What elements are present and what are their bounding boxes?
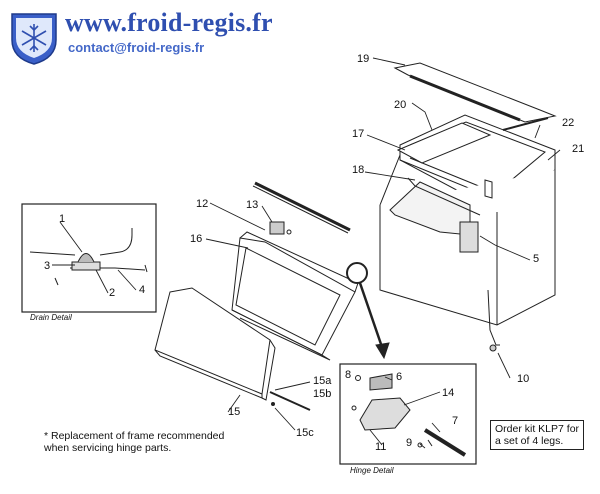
frame-note-line2: when servicing hinge parts.: [44, 442, 172, 454]
legs-note-line2: a set of 4 legs.: [495, 435, 564, 447]
callout-15a: 15a: [313, 375, 332, 387]
callout-15: 15: [228, 406, 240, 418]
drain-detail: [21, 203, 157, 313]
callout-15b: 15b: [313, 388, 331, 400]
gasket-19: [393, 62, 557, 123]
callout-10: 10: [517, 373, 529, 385]
part-17: [396, 122, 492, 164]
callout-13: 13: [246, 199, 258, 211]
callout-15c: 15c: [296, 427, 314, 439]
callout-14: 14: [442, 387, 454, 399]
top-rail: [254, 181, 351, 232]
callout-22: 22: [562, 117, 574, 129]
magnifier-circle: [346, 262, 368, 284]
contact-email[interactable]: contact@froid-regis.fr: [68, 40, 205, 55]
callout-11: 11: [375, 441, 386, 453]
hinge-13: [269, 221, 292, 235]
frame-replacement-note: * Replacement of frame recommended when …: [44, 430, 224, 454]
frame-note-line1: * Replacement of frame recommended: [44, 430, 225, 442]
rod-15a: [269, 391, 311, 411]
door-frame-16: [231, 231, 359, 361]
callout-7: 7: [452, 415, 458, 427]
callout-3: 3: [44, 260, 50, 272]
hinge-detail-caption: Hinge Detail: [350, 466, 394, 475]
drain-detail-caption: Drain Detail: [30, 313, 72, 322]
legs-kit-note: Order kit KLP7 for a set of 4 legs.: [490, 420, 585, 450]
callout-20: 20: [394, 99, 406, 111]
callout-12: 12: [196, 198, 208, 210]
callout-5: 5: [533, 253, 539, 265]
site-url[interactable]: www.froid-regis.fr: [65, 8, 273, 37]
callout-2: 2: [109, 287, 115, 299]
detail-arrow: [358, 282, 385, 351]
callout-4: 4: [139, 284, 145, 296]
callout-21: 21: [572, 143, 584, 155]
legs-note-line1: Order kit KLP7 for: [495, 423, 580, 435]
hinge-detail: [339, 363, 477, 465]
callout-1: 1: [59, 213, 65, 225]
callout-9: 9: [406, 437, 412, 449]
callout-17: 17: [352, 128, 364, 140]
callout-8: 8: [345, 369, 351, 381]
callout-16: 16: [190, 233, 202, 245]
callout-18: 18: [352, 164, 364, 176]
strip-22: [502, 117, 549, 131]
callout-6: 6: [396, 371, 402, 383]
door-panel-15: [154, 287, 276, 401]
callout-19: 19: [357, 53, 369, 65]
froid-regis-logo: [11, 13, 57, 65]
